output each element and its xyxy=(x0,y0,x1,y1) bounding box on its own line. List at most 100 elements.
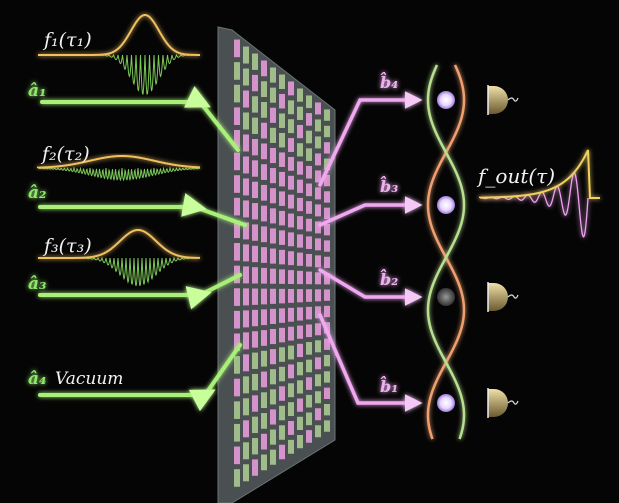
mesh-element xyxy=(243,420,249,438)
mesh-element xyxy=(243,134,249,152)
mesh-element xyxy=(252,395,258,412)
mesh-element xyxy=(297,143,303,157)
mesh-element xyxy=(270,208,276,224)
photon-b3 xyxy=(437,196,455,214)
mesh-element xyxy=(288,100,294,115)
mesh-element xyxy=(270,369,276,385)
mesh-element xyxy=(297,362,303,376)
mesh-element xyxy=(243,200,249,218)
helix-strand-2 xyxy=(426,64,466,440)
entanglement-helix xyxy=(426,64,466,440)
mesh-element xyxy=(243,354,249,372)
mesh-element xyxy=(261,330,267,346)
input-mode-label-2: â₂ xyxy=(28,183,46,203)
mesh-element xyxy=(270,328,276,345)
mesh-element xyxy=(234,129,240,148)
mesh-element xyxy=(261,164,267,180)
mesh-element xyxy=(243,222,249,240)
mesh-element xyxy=(252,245,258,263)
mesh-element xyxy=(252,416,258,434)
pulse-envelope-1 xyxy=(38,13,201,56)
mesh-element xyxy=(234,469,240,487)
mesh-element xyxy=(297,124,303,139)
mesh-element xyxy=(306,113,312,126)
mesh-element xyxy=(243,266,249,284)
mesh-element xyxy=(306,306,312,320)
mesh-element xyxy=(297,289,303,303)
empty-mode-b2 xyxy=(437,288,455,306)
mesh-element xyxy=(297,161,303,175)
pulse-label-1: f₁(τ₁) xyxy=(42,29,92,51)
input-beam-1 xyxy=(40,85,240,152)
mesh-element xyxy=(270,228,276,244)
mesh-element xyxy=(315,408,321,421)
mesh-element xyxy=(315,425,321,438)
mesh-element xyxy=(315,255,321,268)
pulse-oscillation-1 xyxy=(38,53,201,95)
mesh-element xyxy=(279,366,285,382)
mesh-element xyxy=(315,136,321,149)
mesh-element xyxy=(288,326,294,341)
mesh-element xyxy=(243,68,249,86)
mesh-element xyxy=(261,413,267,429)
mesh-element xyxy=(252,160,258,177)
mesh-element xyxy=(234,84,240,103)
mesh-element xyxy=(288,251,294,266)
mesh-element xyxy=(315,187,321,200)
mesh-element xyxy=(270,389,276,405)
output-pulse-oscillation xyxy=(479,171,589,238)
mesh-element xyxy=(315,357,321,370)
mesh-element xyxy=(279,210,285,226)
mesh-element xyxy=(261,309,267,326)
output-mode-label-1: b̂₁ xyxy=(380,376,398,396)
mesh-element xyxy=(315,153,321,166)
mesh-element xyxy=(261,288,267,305)
mesh-element xyxy=(288,364,294,379)
mesh-element xyxy=(270,168,276,184)
output-pulse xyxy=(479,149,600,238)
photon-b4 xyxy=(437,91,455,109)
input-mode-label-4: â₄ xyxy=(28,369,46,389)
mesh-element xyxy=(288,439,294,454)
mesh-element xyxy=(324,305,330,318)
mesh-element xyxy=(279,308,285,323)
mesh-element xyxy=(315,340,321,353)
pulse-oscillation-3 xyxy=(38,256,201,286)
mesh-element xyxy=(279,152,285,167)
mesh-element xyxy=(252,96,258,113)
output-beam-2 xyxy=(318,268,423,306)
mesh-element xyxy=(279,132,285,148)
output-mode-label-4: b̂₄ xyxy=(380,72,398,92)
mesh-element xyxy=(234,197,240,216)
mesh-element xyxy=(243,310,249,328)
mesh-element xyxy=(297,252,303,266)
mesh-element xyxy=(306,271,312,285)
mesh-element xyxy=(324,387,330,400)
output-pulse-label: f_out(τ) xyxy=(476,164,555,188)
mesh-element xyxy=(252,117,258,134)
mesh-element xyxy=(243,90,249,108)
detectors xyxy=(487,85,519,418)
mesh-element xyxy=(288,194,294,209)
mesh-element xyxy=(261,433,267,450)
mesh-element xyxy=(315,102,321,115)
mesh-element xyxy=(324,224,330,236)
mesh-element xyxy=(261,101,267,118)
mesh-element xyxy=(234,310,240,329)
input-beam-2 xyxy=(38,193,247,227)
mesh-element xyxy=(279,74,285,89)
output-beam-3 xyxy=(318,196,423,227)
mesh-element xyxy=(279,425,285,440)
mesh-element xyxy=(297,435,303,449)
mesh-element xyxy=(279,327,285,343)
mesh-element xyxy=(279,171,285,187)
input-mode-label-1: â₁ xyxy=(28,81,46,101)
mesh-element xyxy=(288,270,294,284)
mesh-element xyxy=(297,270,303,285)
mesh-element xyxy=(252,267,258,284)
mesh-element xyxy=(315,221,321,234)
mesh-element xyxy=(243,178,249,196)
mesh-element xyxy=(297,416,303,431)
mesh-element xyxy=(234,423,240,442)
